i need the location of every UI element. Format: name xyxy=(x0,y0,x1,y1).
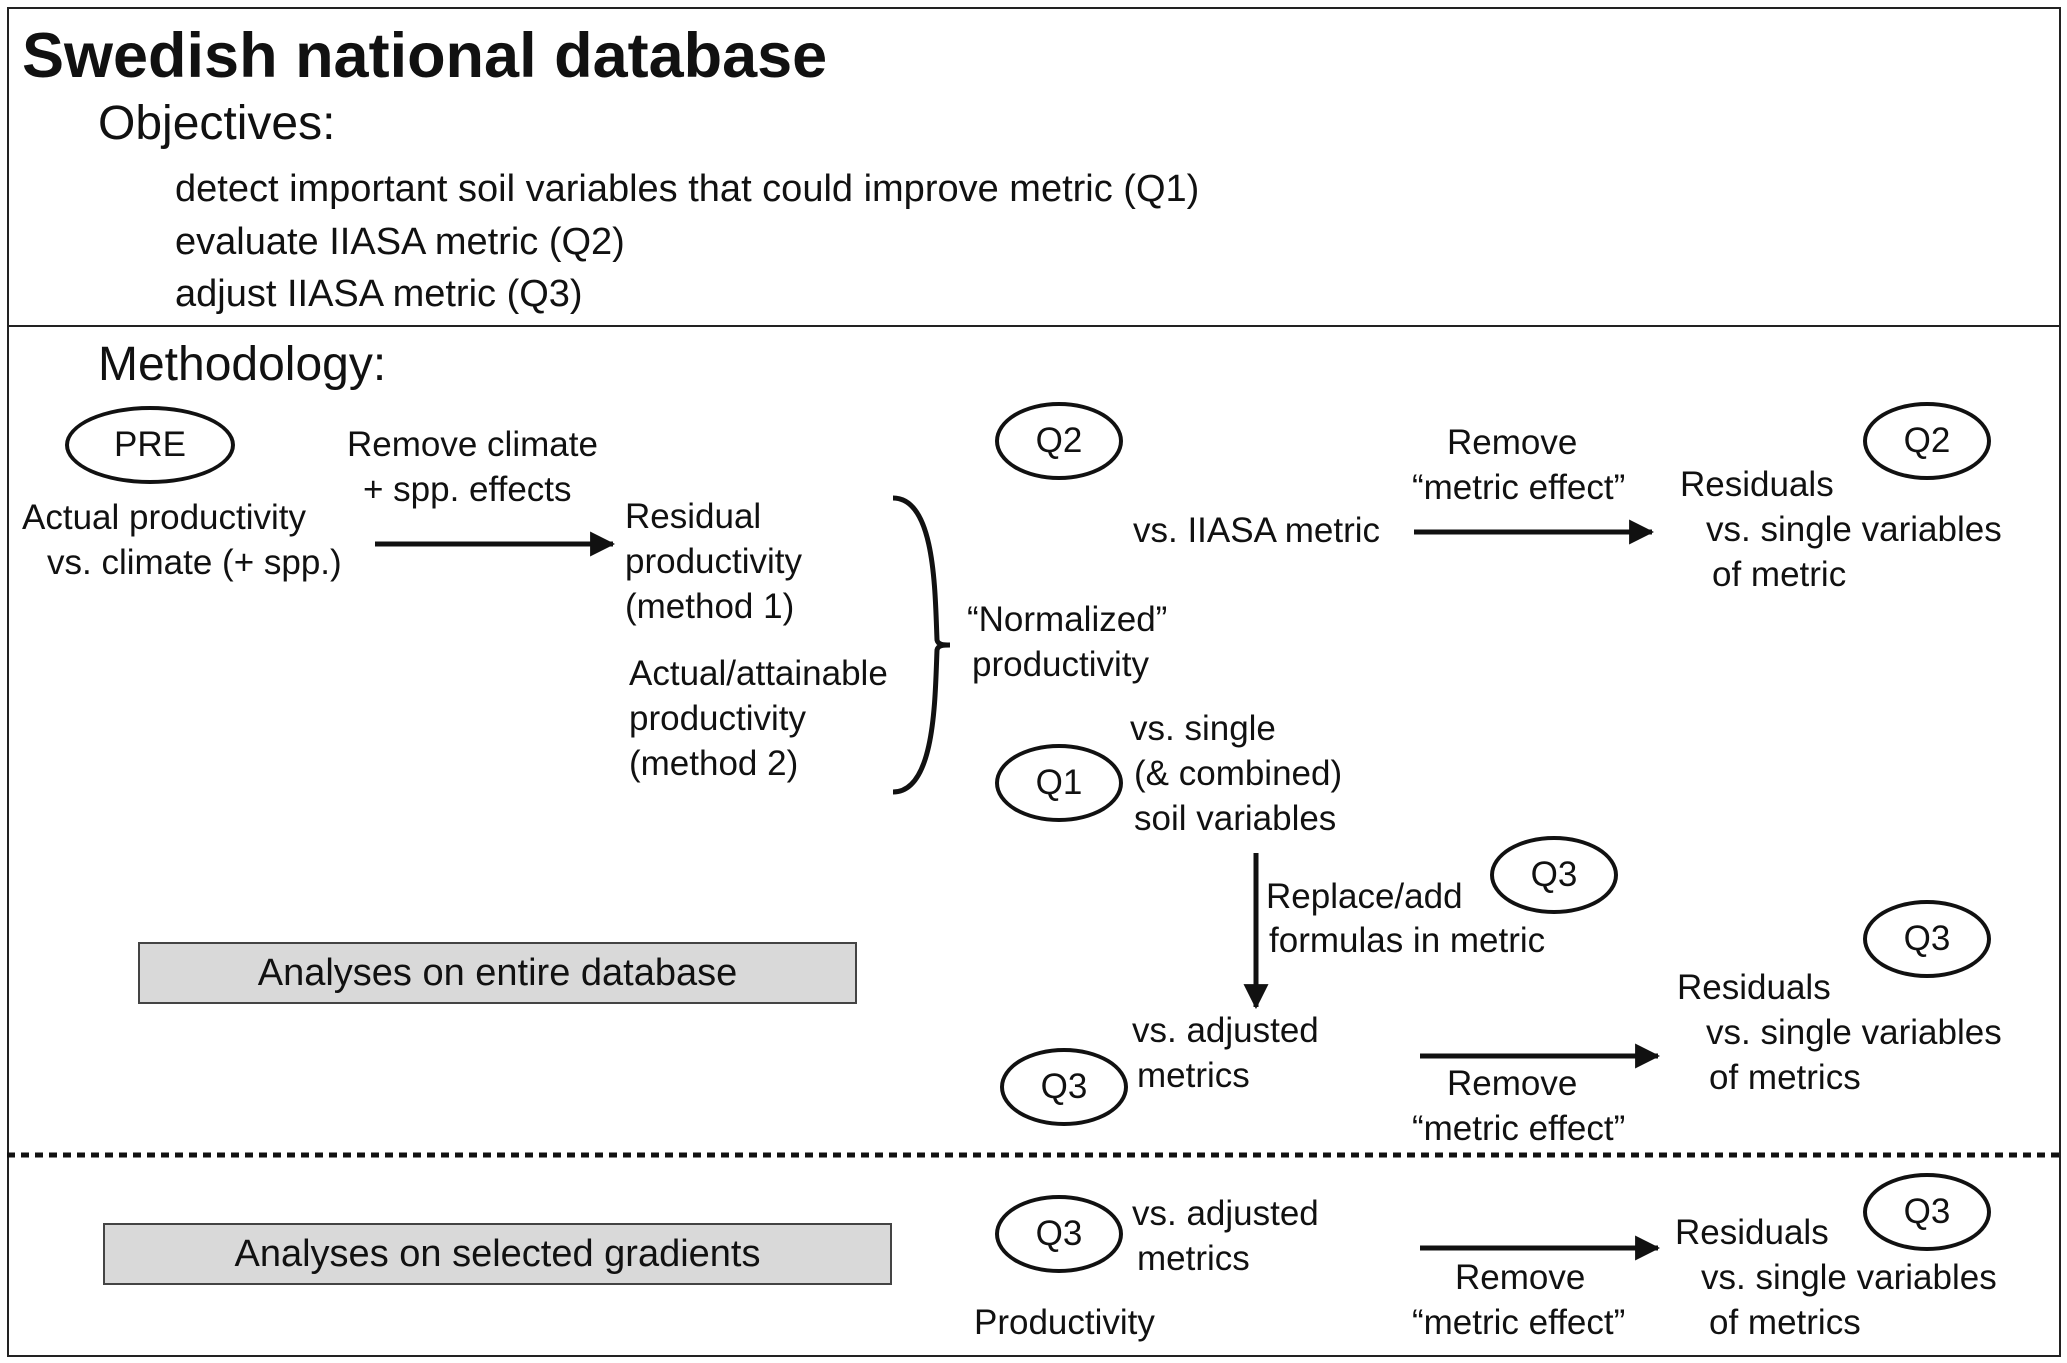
analyses-selected-gradients-box: Analyses on selected gradients xyxy=(103,1223,892,1285)
pre-oval: PRE xyxy=(65,406,235,484)
q3-oval-gradients-left: Q3 xyxy=(995,1195,1123,1273)
gradients-productivity-label: Productivity xyxy=(974,1303,1155,1342)
q3-oval-replace: Q3 xyxy=(1490,836,1618,914)
methodology-frame xyxy=(7,325,2061,1357)
objectives-heading: Objectives: xyxy=(98,97,336,150)
q3-oval-residuals: Q3 xyxy=(1863,900,1991,978)
q3-oval-gradients-right: Q3 xyxy=(1863,1173,1991,1251)
analyses-entire-database-box: Analyses on entire database xyxy=(138,942,857,1004)
methodology-heading: Methodology: xyxy=(98,338,387,391)
q2-oval-left: Q2 xyxy=(995,402,1123,480)
objective-q3: adjust IIASA metric (Q3) xyxy=(175,273,583,315)
normalized-brace xyxy=(892,495,951,795)
page-title: Swedish national database xyxy=(22,21,828,91)
q3-oval-adjusted: Q3 xyxy=(1000,1048,1128,1126)
vs-iiasa-metric-label: vs. IIASA metric xyxy=(1133,511,1380,550)
q2-oval-right: Q2 xyxy=(1863,402,1991,480)
q1-oval: Q1 xyxy=(995,744,1123,822)
objective-q2: evaluate IIASA metric (Q2) xyxy=(175,221,625,263)
objective-q1: detect important soil variables that cou… xyxy=(175,168,1200,210)
